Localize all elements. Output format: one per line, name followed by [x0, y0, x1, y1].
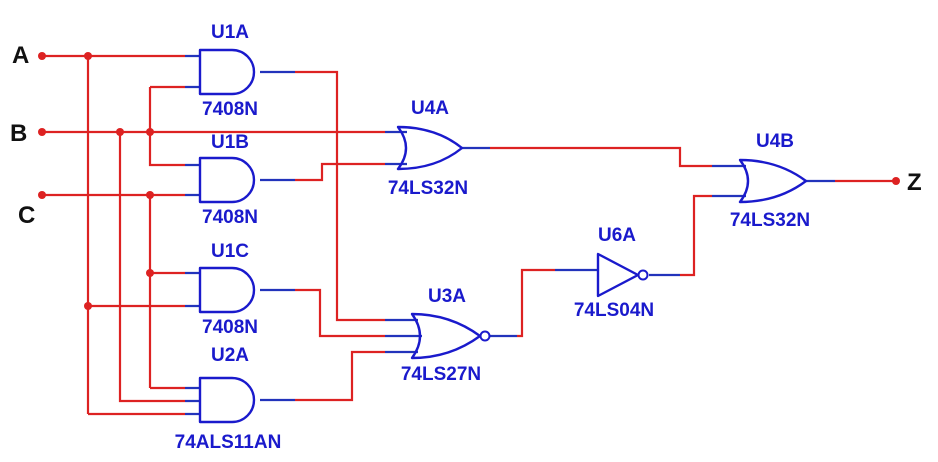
wires: [42, 54, 896, 416]
terminal-b-dot: [38, 128, 46, 136]
input-label-c: C: [18, 202, 35, 229]
not-bubble-icon: [637, 269, 649, 281]
gate-u6a-ref: U6A: [598, 225, 636, 246]
gate-u4b[interactable]: U4B 74LS32N: [712, 131, 835, 231]
wire-u2a-to-u3a: [295, 350, 385, 402]
gate-u2a-part: 74ALS11AN: [175, 432, 282, 453]
gate-u1b[interactable]: U1B 7408N: [185, 132, 295, 228]
gate-u2a-ref: U2A: [211, 345, 249, 366]
terminal-z-dot: [892, 177, 900, 185]
and-gate-symbol: [198, 48, 256, 96]
junction-b-u2a: [116, 128, 124, 136]
junction-b-u1: [146, 128, 154, 136]
gate-u1c-part: 7408N: [202, 317, 258, 338]
junction-a: [84, 52, 92, 60]
nor-bubble-icon: [479, 330, 491, 342]
gate-u6a[interactable]: U6A 74LS04N: [555, 225, 680, 321]
gate-u4a[interactable]: U4A 74LS32N: [385, 98, 490, 199]
junction-c-u1c: [146, 269, 154, 277]
and-gate-symbol: [198, 156, 256, 204]
or-gate-symbol: [396, 125, 464, 171]
gate-u2a[interactable]: U2A 74ALS11AN: [175, 345, 295, 453]
gate-u4a-ref: U4A: [411, 98, 449, 119]
wire-u4a-to-u4b: [490, 146, 712, 168]
input-label-b: B: [10, 120, 27, 147]
terminal-c-dot: [38, 191, 46, 199]
junctions: [38, 52, 900, 310]
gate-u1a-ref: U1A: [211, 22, 249, 43]
gate-u3a[interactable]: U3A 74LS27N: [385, 286, 517, 385]
wire-u1b-to-u4a: [295, 162, 385, 182]
gate-u3a-ref: U3A: [428, 286, 466, 307]
wire-u6a-to-u4b: [680, 194, 712, 277]
gate-u1b-part: 7408N: [202, 207, 258, 228]
gate-u3a-part: 74LS27N: [401, 364, 481, 385]
gate-u1c-ref: U1C: [211, 241, 249, 262]
and3-gate-symbol: [198, 376, 256, 424]
gate-u1a[interactable]: U1A 7408N: [185, 22, 295, 120]
gate-u6a-part: 74LS04N: [574, 300, 654, 321]
wire-u1a-to-u3a: [295, 70, 385, 322]
wire-b-vertical-u2a: [118, 132, 185, 403]
terminal-a-dot: [38, 52, 46, 60]
gate-u1c[interactable]: U1C 7408N: [185, 241, 295, 338]
gate-u4b-ref: U4B: [756, 131, 794, 152]
wire-b-vertical-u1b: [148, 132, 185, 167]
gate-u1a-part: 7408N: [202, 99, 258, 120]
gate-u4a-part: 74LS32N: [388, 178, 468, 199]
wire-u1c-to-u3a: [295, 288, 385, 338]
output-label-z: Z: [907, 169, 922, 196]
not-gate-symbol: [596, 252, 640, 298]
junction-c: [146, 191, 154, 199]
and-gate-symbol: [198, 266, 256, 314]
nor3-gate-symbol: [410, 312, 482, 360]
input-label-a: A: [12, 42, 29, 69]
gate-u4b-part: 74LS32N: [730, 210, 810, 231]
gate-u1b-ref: U1B: [211, 132, 249, 153]
junction-a-u1c: [84, 302, 92, 310]
or-gate-symbol: [738, 158, 808, 204]
wire-u3a-to-u6a: [517, 268, 555, 338]
